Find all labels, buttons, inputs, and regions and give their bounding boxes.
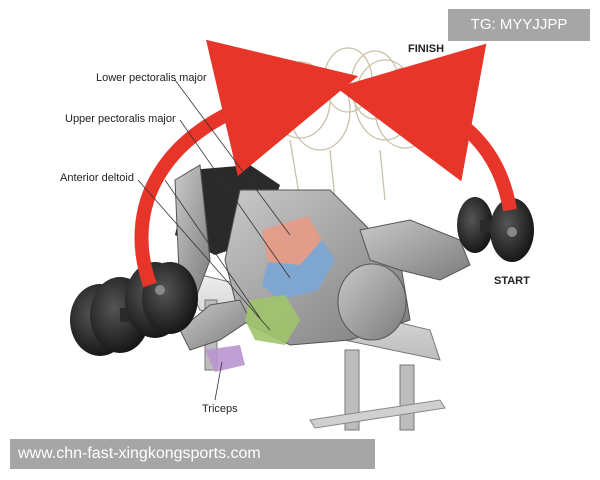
left-arc-arrow	[134, 39, 359, 288]
label-lower-pectoralis: Lower pectoralis major	[96, 72, 207, 84]
label-triceps: Triceps	[202, 403, 238, 415]
lower-pectoralis-muscle	[262, 216, 322, 265]
label-start: START	[494, 275, 530, 287]
athlete-body	[174, 164, 471, 372]
watermark-badge: TG: MYYJJPP	[448, 9, 590, 41]
dumbbell-left	[70, 262, 198, 356]
label-upper-pectoralis: Upper pectoralis major	[65, 113, 176, 125]
triceps-muscle	[205, 345, 245, 372]
anterior-deltoid-muscle	[245, 295, 300, 345]
dumbbell-right	[457, 197, 534, 262]
url-banner: www.chn-fast-xingkongsports.com	[10, 439, 375, 469]
leader-lines	[137, 79, 291, 401]
label-anterior-deltoid: Anterior deltoid	[60, 172, 134, 184]
right-arc-arrow	[336, 43, 517, 212]
label-finish: FINISH	[408, 43, 445, 55]
upper-pectoralis-muscle	[262, 240, 335, 300]
